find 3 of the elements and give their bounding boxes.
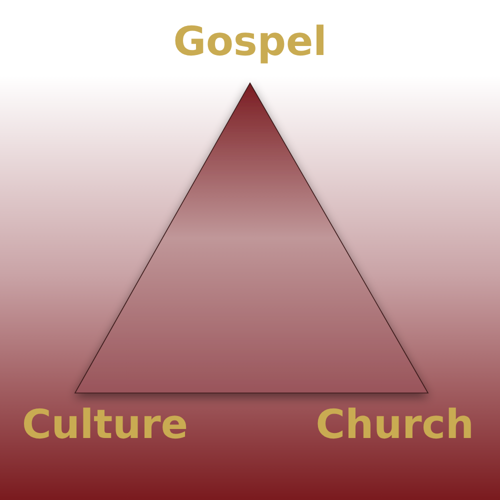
vertex-label: Culture <box>22 402 188 448</box>
vertex-label: Church <box>316 402 474 448</box>
vertex-label: Gospel <box>173 19 327 65</box>
